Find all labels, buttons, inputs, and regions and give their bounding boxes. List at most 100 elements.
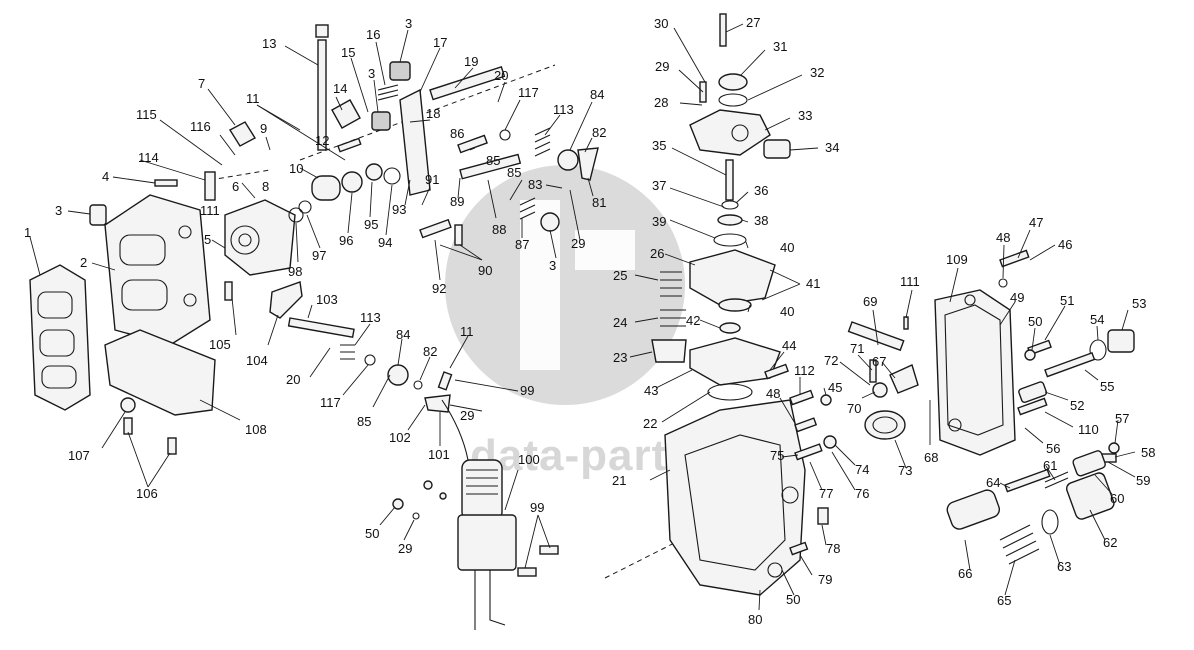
housing-109 xyxy=(934,289,1016,456)
label-61: 61 xyxy=(1043,458,1057,473)
label-42: 42 xyxy=(686,313,700,328)
label-74: 74 xyxy=(855,462,869,477)
label-48: 48 xyxy=(996,230,1010,245)
washer-36 xyxy=(721,200,739,210)
wire-101 xyxy=(441,399,469,461)
bracket-102 xyxy=(424,394,451,413)
ring-63 xyxy=(1041,509,1059,535)
bolt-47 xyxy=(999,249,1030,268)
label-59: 59 xyxy=(1136,473,1150,488)
ring-117b xyxy=(364,354,376,366)
bolt-78 xyxy=(817,507,829,525)
label-55: 55 xyxy=(1100,379,1114,394)
plug-3b xyxy=(540,212,560,232)
cap-31 xyxy=(718,73,748,91)
label-48: 48 xyxy=(766,386,780,401)
label-9: 9 xyxy=(260,121,267,136)
label-96: 96 xyxy=(339,233,353,248)
label-92: 92 xyxy=(432,281,446,296)
label-117: 117 xyxy=(320,395,341,410)
label-43: 43 xyxy=(644,383,658,398)
label-35: 35 xyxy=(652,138,666,153)
label-54: 54 xyxy=(1090,312,1104,327)
bolt-44 xyxy=(764,363,789,380)
bolt-106b xyxy=(167,437,177,455)
label-45: 45 xyxy=(828,380,842,395)
axis-line xyxy=(604,519,721,579)
label-62: 62 xyxy=(1103,535,1117,550)
watermark-text: data-parts xyxy=(470,431,693,480)
label-95: 95 xyxy=(364,217,378,232)
gasket-1 xyxy=(29,264,91,411)
label-84: 84 xyxy=(590,87,604,102)
label-65: 65 xyxy=(997,593,1011,608)
ring-22 xyxy=(707,383,753,401)
label-28: 28 xyxy=(654,95,668,110)
label-52: 52 xyxy=(1070,398,1084,413)
label-14: 14 xyxy=(333,81,347,96)
label-111: 111 xyxy=(200,203,220,218)
bolt-99c xyxy=(517,567,537,577)
label-101: 101 xyxy=(428,447,450,462)
cap-7 xyxy=(229,121,256,147)
pin-90 xyxy=(454,224,463,246)
spring-16 xyxy=(377,84,399,101)
nut-42 xyxy=(719,322,741,334)
washer-small-1 xyxy=(423,480,433,490)
label-29: 29 xyxy=(460,408,474,423)
spring-24 xyxy=(660,309,686,327)
part-labels: 1 2 3 3 3 3 4 5 6 7 8 9 10 11 11 12 13 1… xyxy=(24,15,1155,627)
bolt-99a xyxy=(437,371,453,391)
label-113: 113 xyxy=(360,310,381,325)
label-72: 72 xyxy=(824,353,838,368)
label-115: 115 xyxy=(136,107,157,122)
label-32: 32 xyxy=(810,65,824,80)
plate-26 xyxy=(689,249,776,306)
pin-111 xyxy=(903,316,909,330)
pin-69 xyxy=(847,321,905,352)
label-103: 103 xyxy=(316,292,338,307)
rod-64 xyxy=(1004,468,1051,493)
bolt-55 xyxy=(1044,352,1096,378)
label-22: 22 xyxy=(643,416,657,431)
bolt-75 xyxy=(794,443,823,461)
label-24: 24 xyxy=(613,315,627,330)
washer-45 xyxy=(820,394,832,406)
lever-104 xyxy=(269,281,303,319)
label-67: 67 xyxy=(872,354,886,369)
ring-94 xyxy=(383,167,401,185)
axis-line xyxy=(209,169,271,181)
label-4: 4 xyxy=(102,169,109,184)
bolt-79 xyxy=(789,541,809,556)
label-38: 38 xyxy=(754,213,768,228)
ring-95 xyxy=(365,163,383,181)
label-79: 79 xyxy=(818,572,832,587)
label-100: 100 xyxy=(518,452,540,467)
bolt-112 xyxy=(789,389,814,406)
label-3: 3 xyxy=(549,258,556,273)
shaft-19 xyxy=(429,65,506,101)
label-40: 40 xyxy=(780,304,794,319)
fitting-34 xyxy=(763,139,791,159)
washer-74 xyxy=(823,435,837,449)
label-76: 76 xyxy=(855,486,869,501)
label-81: 81 xyxy=(592,195,606,210)
watermark-logo: data-parts xyxy=(445,165,693,480)
label-53: 53 xyxy=(1132,296,1146,311)
link-86 xyxy=(457,134,488,154)
label-66: 66 xyxy=(958,566,972,581)
label-80: 80 xyxy=(748,612,762,627)
label-105: 105 xyxy=(209,337,231,352)
label-39: 39 xyxy=(652,214,666,229)
washer-107 xyxy=(120,397,136,413)
ring-82b xyxy=(413,380,423,390)
ring-98 xyxy=(288,207,304,223)
washer-70 xyxy=(872,382,888,398)
fitting-53 xyxy=(1107,329,1135,353)
label-34: 34 xyxy=(825,140,839,155)
label-88: 88 xyxy=(492,222,506,237)
label-109: 109 xyxy=(946,252,968,267)
label-71: 71 xyxy=(850,341,864,356)
label-6: 6 xyxy=(232,179,239,194)
housing-33 xyxy=(689,109,771,156)
